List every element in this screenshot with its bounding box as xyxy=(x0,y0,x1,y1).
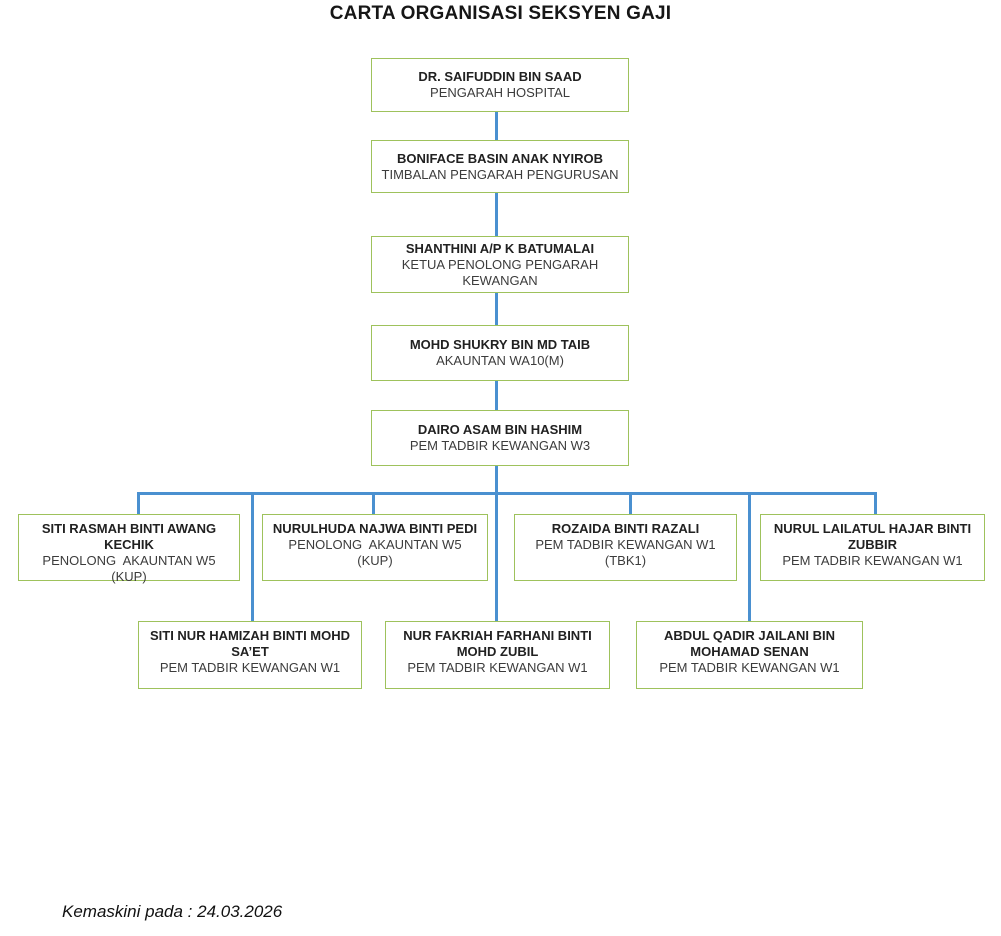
org-box-pem-tadbir-w1-zubil: NUR FAKRIAH FARHANI BINTI MOHD ZUBIL PEM… xyxy=(385,621,610,689)
org-box-pem-tadbir-w3: DAIRO ASAM BIN HASHIM PEM TADBIR KEWANGA… xyxy=(371,410,629,466)
person-role: PEM TADBIR KEWANGAN W1 xyxy=(782,553,963,568)
person-name: MOHD SHUKRY BIN MD TAIB xyxy=(409,337,591,352)
connector-line xyxy=(495,293,498,325)
person-role: PEM TADBIR KEWANGAN W1 xyxy=(407,660,588,675)
org-box-penolong-akauntan-2: NURULHUDA NAJWA BINTI PEDI PENOLONG AKAU… xyxy=(262,514,488,581)
person-name: SITI RASMAH BINTI AWANG KECHIK xyxy=(41,521,217,552)
connector-line xyxy=(495,193,498,236)
org-box-pengarah-hospital: DR. SAIFUDDIN BIN SAAD PENGARAH HOSPITAL xyxy=(371,58,629,112)
org-box-pem-tadbir-w1-senan: ABDUL QADIR JAILANI BIN MOHAMAD SENAN PE… xyxy=(636,621,863,689)
person-name: ABDUL QADIR JAILANI BIN MOHAMAD SENAN xyxy=(664,628,835,659)
person-role: PEM TADBIR KEWANGAN W3 xyxy=(409,438,591,453)
person-note: (KUP) xyxy=(111,569,147,584)
page-title: CARTA ORGANISASI SEKSYEN GAJI xyxy=(329,3,672,24)
person-name: NUR FAKRIAH FARHANI BINTI MOHD ZUBIL xyxy=(403,628,592,659)
connector-line xyxy=(495,381,498,410)
connector-line xyxy=(251,495,254,621)
person-name: DAIRO ASAM BIN HASHIM xyxy=(417,422,583,437)
person-role: PEM TADBIR KEWANGAN W1 xyxy=(159,660,341,675)
connector-line xyxy=(495,466,498,492)
person-role: TIMBALAN PENGARAH PENGURUSAN xyxy=(381,166,619,182)
org-box-penolong-akauntan-1: SITI RASMAH BINTI AWANG KECHIK PENOLONG … xyxy=(18,514,240,584)
org-box-timbalan-pengarah: BONIFACE BASIN ANAK NYIROB TIMBALAN PENG… xyxy=(371,140,629,193)
person-name: SITI NUR HAMIZAH BINTI MOHD SA’ET xyxy=(149,628,351,659)
person-name: ROZAIDA BINTI RAZALI xyxy=(551,521,700,536)
org-box-pem-tadbir-w1-saet: SITI NUR HAMIZAH BINTI MOHD SA’ET PEM TA… xyxy=(138,621,362,689)
person-role: PENOLONG AKAUNTAN W5 xyxy=(288,537,462,552)
person-role: PEM TADBIR KEWANGAN W1 xyxy=(659,660,840,675)
person-note: (TBK1) xyxy=(604,553,647,568)
person-role: KETUA PENOLONG PENGARAH KEWANGAN xyxy=(401,256,602,288)
connector-line xyxy=(372,495,375,514)
person-role: PENGARAH HOSPITAL xyxy=(430,85,570,100)
person-role: PEM TADBIR KEWANGAN W1 xyxy=(535,537,716,552)
connector-line xyxy=(137,495,140,514)
org-box-pem-tadbir-w1-zubbir: NURUL LAILATUL HAJAR BINTI ZUBBIR PEM TA… xyxy=(760,514,985,581)
org-box-ketua-penolong-pengarah: SHANTHINI A/P K BATUMALAI KETUA PENOLONG… xyxy=(371,236,629,293)
connector-line xyxy=(874,495,877,514)
person-name: DR. SAIFUDDIN BIN SAAD xyxy=(418,69,582,84)
person-name: NURULHUDA NAJWA BINTI PEDI xyxy=(272,521,478,536)
connector-line xyxy=(748,495,751,621)
person-name: NURUL LAILATUL HAJAR BINTI ZUBBIR xyxy=(773,521,972,552)
person-role: PENOLONG AKAUNTAN W5 xyxy=(42,553,216,568)
person-name: SHANTHINI A/P K BATUMALAI xyxy=(405,240,595,256)
connector-line xyxy=(137,492,877,495)
person-role: AKAUNTAN WA10(M) xyxy=(436,353,564,368)
connector-line xyxy=(629,495,632,514)
person-name: BONIFACE BASIN ANAK NYIROB xyxy=(396,150,604,166)
org-box-akauntan: MOHD SHUKRY BIN MD TAIB AKAUNTAN WA10(M) xyxy=(371,325,629,381)
connector-line xyxy=(495,495,498,621)
last-updated-note: Kemaskini pada : 24.03.2026 xyxy=(62,902,283,921)
person-note: (KUP) xyxy=(357,553,393,568)
connector-line xyxy=(495,112,498,140)
org-box-pem-tadbir-w1-tbk1: ROZAIDA BINTI RAZALI PEM TADBIR KEWANGAN… xyxy=(514,514,737,581)
